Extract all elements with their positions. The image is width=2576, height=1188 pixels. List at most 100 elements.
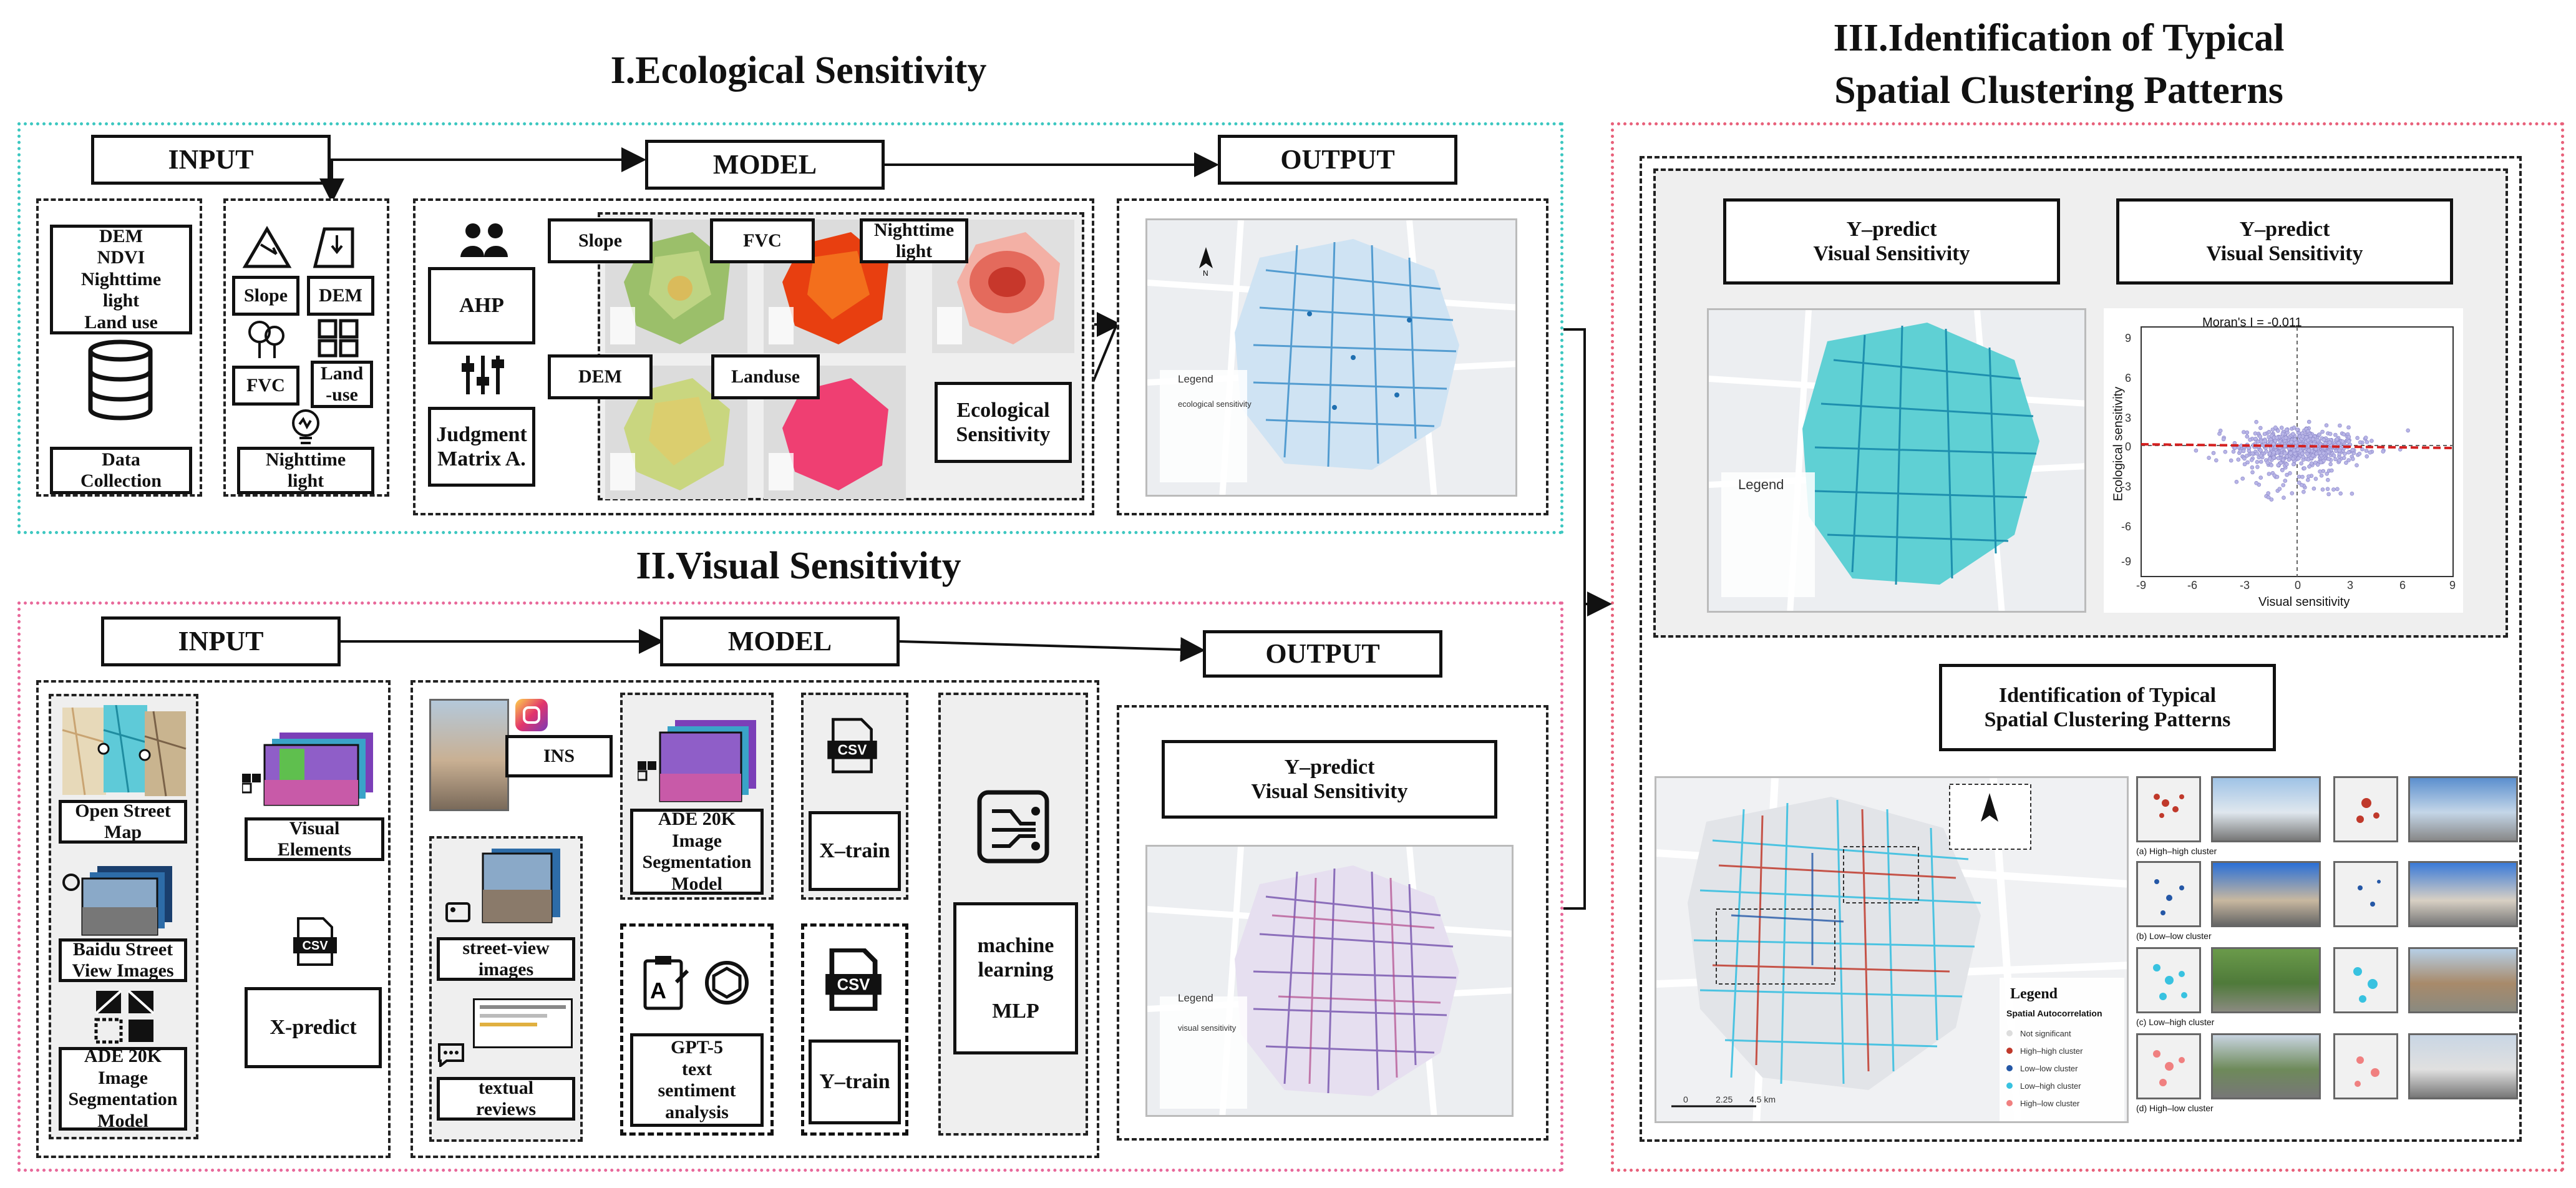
landuse-icon xyxy=(318,319,359,358)
scatter-point xyxy=(2313,477,2318,481)
people-icon xyxy=(460,223,508,257)
lisa-legend-list: Not significant High–high cluster Low–lo… xyxy=(2006,1025,2131,1112)
scatter-point xyxy=(2364,449,2369,453)
north-arrow-icon: N xyxy=(1199,247,1213,277)
street-view-stack xyxy=(445,849,560,923)
x-predict-box: X-predict xyxy=(245,987,382,1068)
map-label-night-1: Nighttime xyxy=(873,219,955,240)
scatter-point xyxy=(2287,457,2292,462)
cluster-section xyxy=(1611,122,2564,1172)
lisa-dot-0 xyxy=(2006,1030,2013,1036)
scatter-point xyxy=(2272,455,2276,460)
scatter-point xyxy=(2314,451,2319,456)
lh-map-thumb xyxy=(2136,947,2201,1013)
scatter-point xyxy=(2350,447,2355,452)
scatter-point xyxy=(2326,449,2331,454)
eco-sens-label-2: Sensitivity xyxy=(956,423,1051,446)
lisa-legend-label-3: Low–high cluster xyxy=(2020,1081,2081,1091)
scatter-x-tick-2: -3 xyxy=(2240,579,2250,592)
scatter-point xyxy=(2350,491,2355,496)
scatter-point xyxy=(2290,491,2295,495)
scatter-point xyxy=(2308,434,2313,438)
ade-model-label: ADE 20K Image Segmentation Model xyxy=(630,809,764,895)
visual-elements-2: Elements xyxy=(277,839,352,860)
osm-label-1: Open Street xyxy=(75,800,171,821)
textual-2: reviews xyxy=(475,1099,537,1119)
scatter-point xyxy=(2242,430,2246,434)
lisa-legend-title: Legend xyxy=(2010,986,2058,1002)
scatter-point xyxy=(2318,450,2322,455)
scatter-point xyxy=(2271,442,2276,446)
eco-sensitivity-box: Ecological Sensitivity xyxy=(935,382,1072,463)
scatter-point xyxy=(2318,460,2323,465)
svg-text:CSV: CSV xyxy=(838,742,867,758)
lisa-legend-item-4: High–low cluster xyxy=(2006,1094,2131,1112)
map-label-dem: DEM xyxy=(548,354,653,399)
scatter-y-tick-6: -9 xyxy=(2121,555,2132,568)
scatter-point xyxy=(2291,462,2296,467)
scatter-point xyxy=(2346,434,2351,439)
scatter-point xyxy=(2250,470,2255,475)
scatter-point xyxy=(2279,452,2284,457)
scatter-point xyxy=(2218,429,2223,433)
landuse-map xyxy=(764,366,906,499)
scatter-point xyxy=(2223,449,2228,454)
database-icon xyxy=(88,339,153,421)
osm-label-2: Map xyxy=(104,822,142,842)
scatter-y-tick-4: -3 xyxy=(2121,480,2132,493)
scatter-point xyxy=(2283,451,2287,455)
lisa-dot-4 xyxy=(2006,1100,2013,1106)
scatter-point xyxy=(2280,431,2285,436)
dem-map xyxy=(605,366,747,499)
vis-output-box: OUTPUT xyxy=(1203,630,1442,678)
cluster-section-title-1: III.Identification of Typical xyxy=(1833,17,2285,59)
cluster-ypred-a-1: Y–predict xyxy=(1846,217,1937,241)
caption-c: (c) Low–high cluster xyxy=(2136,1017,2215,1027)
eco-sens-label-1: Ecological xyxy=(956,398,1050,422)
ll-photo-2 xyxy=(2408,861,2518,927)
scatter-point xyxy=(2240,476,2245,481)
ade-model-stack xyxy=(638,720,756,802)
scatter-point xyxy=(2276,463,2281,467)
csv-icon: CSV xyxy=(293,917,337,966)
scatter-point xyxy=(2282,495,2286,500)
scatter-point xyxy=(2331,487,2336,492)
scatter-point xyxy=(2336,441,2341,446)
scatter-x-tick-1: -6 xyxy=(2187,579,2198,592)
scatter-point xyxy=(2275,429,2280,433)
scatter-point xyxy=(2245,454,2249,458)
cluster-section-title-2: Spatial Clustering Patterns xyxy=(1834,69,2283,112)
hl-photo-2 xyxy=(2408,1033,2518,1099)
x-train-csv-icon: CSV xyxy=(827,718,877,774)
caption-a: (a) High–high cluster xyxy=(2136,846,2217,856)
ade-model-2: Image xyxy=(672,830,722,851)
scatter-point xyxy=(2250,465,2255,470)
svg-text:A: A xyxy=(650,978,666,1003)
vis-output-map-graphic xyxy=(1147,847,1512,1115)
vis-output-map xyxy=(1145,845,1514,1117)
lisa-legend-subtitle: Spatial Autocorrelation xyxy=(2006,1008,2102,1018)
scatter-point xyxy=(2255,465,2260,469)
scatter-point xyxy=(2258,434,2262,439)
scatter-point xyxy=(2258,426,2263,431)
scatter-point xyxy=(2301,455,2306,459)
scatter-point xyxy=(2194,448,2199,453)
scatter-point xyxy=(2324,423,2329,427)
lisa-legend-item-2: Low–low cluster xyxy=(2006,1059,2131,1077)
x-train-box: X–train xyxy=(809,811,901,891)
scatter-point xyxy=(2306,419,2311,424)
scatter-point xyxy=(2242,462,2247,467)
eco-input-box: INPUT xyxy=(91,135,331,185)
cluster-ypred-b-2: Visual Sensitivity xyxy=(2206,242,2363,265)
ahp-box: AHP xyxy=(428,267,535,344)
scatter-point xyxy=(2343,452,2347,456)
ml-box: machine learning MLP xyxy=(953,902,1078,1054)
hh-map-thumb xyxy=(2136,776,2201,842)
cluster-eco-map-graphic xyxy=(1709,310,2084,611)
ade-model-3: Segmentation xyxy=(642,852,752,872)
eco-output-legend: Legend xyxy=(1178,373,1213,385)
scatter-point xyxy=(2363,436,2368,440)
scatter-point xyxy=(2279,426,2284,430)
lisa-map-graphic xyxy=(1656,778,2127,1121)
scatter-point xyxy=(2333,457,2338,462)
